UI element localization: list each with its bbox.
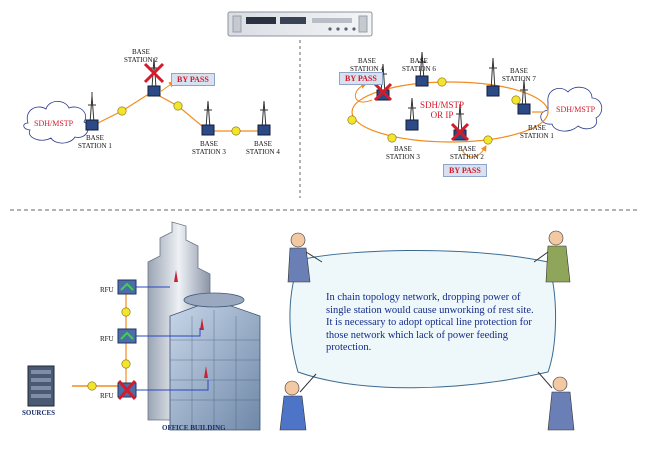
connector-icon	[231, 126, 241, 136]
failure-x-icon	[373, 82, 393, 102]
base-station-box-icon	[405, 119, 419, 131]
tower-icon	[489, 57, 497, 91]
connector-icon	[511, 95, 521, 105]
person-top-right-icon	[533, 230, 571, 283]
chain-diagram	[23, 57, 271, 144]
cloud-label: SDH/MSTP	[34, 119, 74, 128]
failure-x-icon	[117, 380, 137, 400]
ring-diagram	[347, 51, 603, 158]
antenna-icon	[200, 318, 204, 330]
base-station-box-icon	[486, 85, 500, 97]
roof-dish-shape	[183, 292, 245, 308]
connector-icon	[483, 135, 493, 145]
bypass-badge: BY PASS	[443, 164, 487, 177]
connector-icon	[437, 77, 447, 87]
cloud-shape	[540, 86, 603, 132]
tower-icon	[408, 97, 416, 125]
connector-icon	[173, 101, 183, 111]
person-bottom-right-icon	[537, 371, 575, 431]
connector-icon	[347, 115, 357, 125]
glass-building-shape	[169, 299, 261, 431]
connector-icon	[387, 133, 397, 143]
base-station-box-icon	[85, 119, 99, 131]
rack-device	[227, 11, 373, 37]
tower-icon	[520, 79, 528, 109]
cloud-shape	[23, 100, 89, 144]
connector-icon	[87, 381, 97, 391]
bypass-arrow	[461, 145, 487, 158]
tower-icon	[260, 100, 268, 129]
tower-icon	[88, 92, 96, 124]
ok-check-icon	[120, 331, 134, 340]
office-building-label: OFFICE BUILDING	[162, 424, 226, 432]
base-station-box-icon	[517, 103, 531, 115]
base-station-box-icon	[147, 85, 161, 97]
base-station-box-icon	[257, 124, 271, 136]
tower-icon	[204, 100, 212, 129]
bypass-badge: BY PASS	[171, 73, 215, 86]
connector-icon	[121, 359, 131, 369]
banner-text: In chain topology network, dropping powe…	[326, 292, 534, 353]
person-top-left-icon	[287, 232, 323, 283]
building-diagram	[27, 221, 261, 431]
cloud-label: SDH/MSTP	[556, 105, 596, 114]
base-station-box-icon	[201, 124, 215, 136]
tower-icon	[418, 51, 426, 81]
banner-sheet	[289, 249, 557, 389]
person-bottom-left-icon	[279, 373, 317, 431]
bypass-arrow	[355, 82, 373, 103]
ok-check-icon	[120, 282, 134, 291]
failure-x-icon	[450, 122, 470, 142]
bypass-badge: BY PASS	[339, 72, 383, 85]
sources-label: SOURCES	[22, 409, 56, 417]
base-station-box-icon	[415, 75, 429, 87]
failure-x-icon	[143, 62, 165, 84]
rfu-label: RFU	[100, 392, 114, 400]
rfu-label: RFU	[100, 335, 114, 343]
antenna-icon	[204, 366, 208, 378]
tower-icon	[456, 103, 464, 135]
banner-illustration	[279, 230, 575, 431]
tower-icon	[150, 57, 158, 89]
connector-icon	[117, 106, 127, 116]
rfu-label: RFU	[100, 286, 114, 294]
antenna-icon	[174, 270, 178, 282]
rfu-box-icon	[117, 279, 137, 295]
ring-link	[351, 81, 549, 143]
rfu-box-icon	[117, 328, 137, 344]
connector-icon	[121, 307, 131, 317]
